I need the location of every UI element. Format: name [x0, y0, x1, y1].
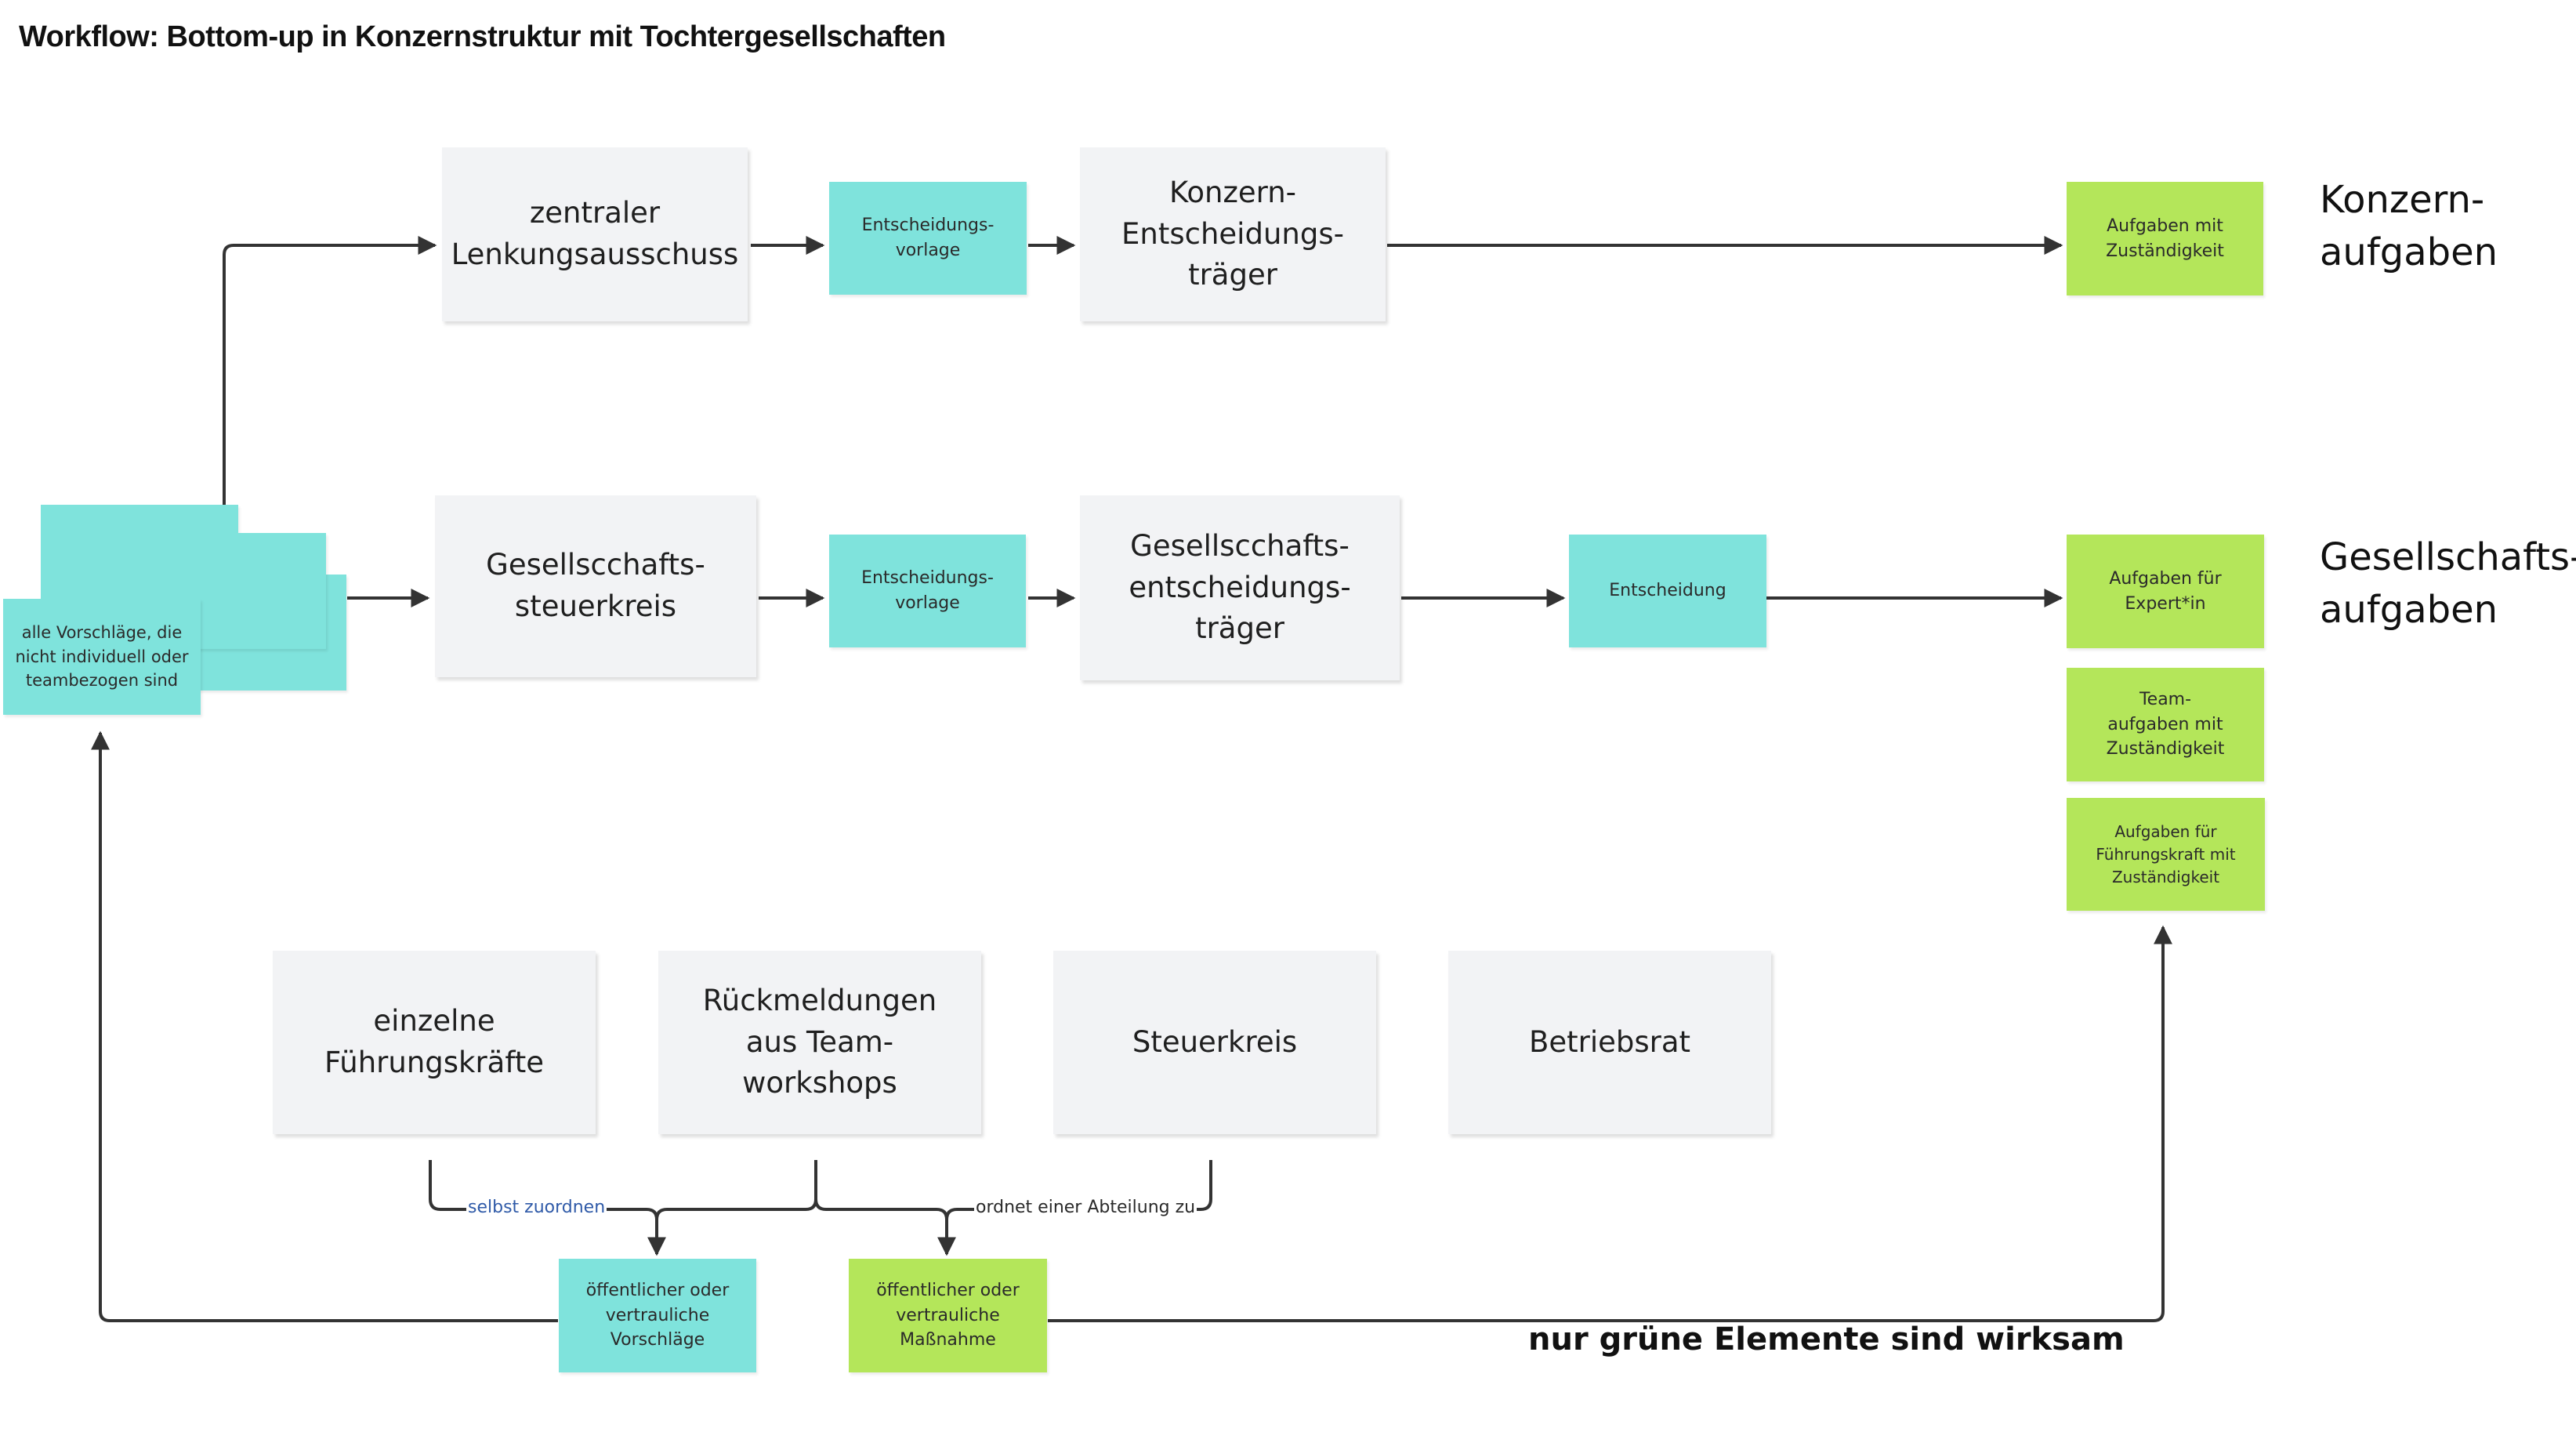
edge-label-abteilung: ordnet einer Abteilung zu — [974, 1198, 1197, 1219]
konzern-entscheidungstraeger-box[interactable]: Konzern- Entscheidungs- träger — [1080, 147, 1386, 321]
einzelne-fuehrungskraefte-box[interactable]: einzelne Führungskräfte — [273, 951, 596, 1134]
gesellschaftsentscheidungstraeger-box[interactable]: Gesellscchafts- entscheidungs- träger — [1080, 495, 1400, 680]
lenkungsausschuss-box[interactable]: zentraler Lenkungsausschuss — [442, 147, 748, 321]
edge-label-selbst-zuordnen: selbst zuordnen — [466, 1198, 607, 1219]
aufgaben-expert-sticky[interactable]: Aufgaben für Expert*in — [2067, 535, 2264, 648]
vorschlaege-sticky[interactable]: öffentlicher oder vertrauliche Vorschläg… — [559, 1259, 756, 1372]
teamaufgaben-sticky[interactable]: Team- aufgaben mit Zuständigkeit — [2067, 668, 2264, 781]
stack-sticky-front[interactable]: alle Vorschläge, die nicht individuell o… — [3, 599, 201, 715]
entscheidungsvorlage-konzern-sticky[interactable]: Entscheidungs- vorlage — [829, 182, 1027, 295]
bracket-workshops-left — [655, 1160, 817, 1220]
teamworkshops-box[interactable]: Rückmeldungen aus Team- workshops — [658, 951, 981, 1134]
gesellschaftssteuerkreis-box[interactable]: Gesellscchafts- steuerkreis — [435, 495, 756, 677]
aufgaben-fuehrungskraft-sticky[interactable]: Aufgaben für Führungskraft mit Zuständig… — [2067, 798, 2265, 911]
bracket-workshops-right — [814, 1198, 956, 1256]
wirksam-note: nur grüne Elemente sind wirksam — [1528, 1321, 2125, 1358]
betriebsrat-box[interactable]: Betriebsrat — [1448, 951, 1771, 1134]
konzernaufgaben-label: Konzern- aufgaben — [2320, 178, 2498, 275]
konzern-aufgaben-sticky[interactable]: Aufgaben mit Zuständigkeit — [2067, 182, 2263, 295]
edge-stack-to-lenkung — [223, 236, 437, 533]
gesellschaftsaufgaben-label: Gesellschafts- aufgaben — [2320, 535, 2576, 633]
entscheidung-sticky[interactable]: Entscheidung — [1569, 535, 1766, 647]
massnahme-sticky[interactable]: öffentlicher oder vertrauliche Maßnahme — [849, 1259, 1047, 1372]
page-title: Workflow: Bottom-up in Konzernstruktur m… — [19, 20, 946, 53]
steuerkreis-box[interactable]: Steuerkreis — [1053, 951, 1376, 1134]
entscheidungsvorlage-gesellschaft-sticky[interactable]: Entscheidungs- vorlage — [829, 535, 1026, 647]
